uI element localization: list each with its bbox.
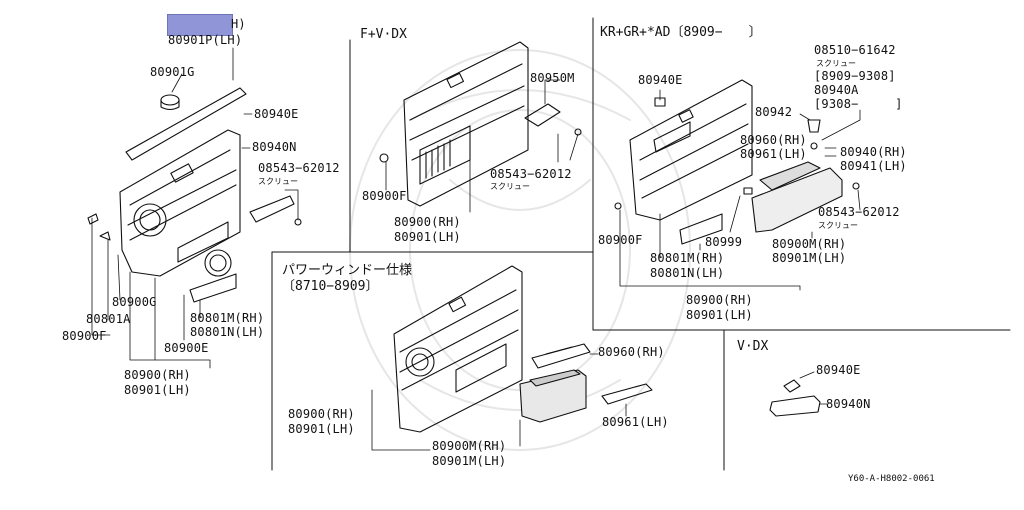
power-lh-bezel[interactable] <box>601 383 653 405</box>
range-label-d: [9308− ] <box>814 97 903 111</box>
section-title-krgr: KR+GR+*AD〔8909− 〕 <box>600 25 762 40</box>
part-label-80901p-partial[interactable]: H) <box>231 17 246 31</box>
left-grommet[interactable] <box>160 94 180 111</box>
part-label-80940rh[interactable]: 80940(RH) <box>840 145 907 159</box>
part-label-80940n-a[interactable]: 80940N <box>252 140 297 154</box>
part-label-80801n-b[interactable]: 80801N(LH) <box>650 266 725 280</box>
screw-label-a: スクリュー <box>258 177 298 186</box>
part-label-80900m-b[interactable]: 80900M(RH) <box>432 439 507 453</box>
part-label-80801n-a[interactable]: 80801N(LH) <box>190 325 265 339</box>
left-leaders <box>91 47 299 369</box>
part-label-80900rh-c[interactable]: 80900(RH) <box>686 293 753 307</box>
part-label-80901lh-c[interactable]: 80901(LH) <box>686 308 753 322</box>
part-label-80961-b[interactable]: 80961(LH) <box>602 415 669 429</box>
left-upper-trim-strip[interactable] <box>125 87 247 161</box>
vdx-bracket[interactable] <box>783 379 801 393</box>
fvdx-leaders <box>385 79 579 213</box>
part-label-80960-a[interactable]: 80960(RH) <box>740 133 807 147</box>
power-armrest[interactable] <box>519 369 587 423</box>
fvdx-clip[interactable] <box>379 153 389 163</box>
part-label-80940e-b[interactable]: 80940E <box>638 73 683 87</box>
section-title-vdx: V·DX <box>737 339 769 354</box>
power-switch-base[interactable] <box>531 343 591 369</box>
part-label-08543-b[interactable]: 08543−62012 <box>490 167 572 181</box>
part-label-80901lh-a[interactable]: 80901(LH) <box>124 383 191 397</box>
krgr-leaders <box>619 89 861 291</box>
part-label-80901lh-d[interactable]: 80901(LH) <box>288 422 355 436</box>
left-door-trim-panel[interactable] <box>119 129 241 277</box>
left-pull-handle[interactable] <box>249 195 295 223</box>
part-label-80901p[interactable]: 80901P(LH) <box>168 33 243 47</box>
screw-label-d: スクリュー <box>818 221 858 230</box>
vdx-pull-handle[interactable] <box>769 395 821 417</box>
part-label-80901lh-b[interactable]: 80901(LH) <box>394 230 461 244</box>
screw-label-c: スクリュー <box>816 59 856 68</box>
part-label-80900rh-a[interactable]: 80900(RH) <box>124 368 191 382</box>
part-label-80801m-b[interactable]: 80801M(RH) <box>650 251 725 265</box>
part-label-80961-a[interactable]: 80961(LH) <box>740 147 807 161</box>
part-label-80900e[interactable]: 80900E <box>164 341 209 355</box>
krgr-door-trim-panel[interactable] <box>629 79 753 221</box>
part-label-80941lh[interactable]: 80941(LH) <box>840 159 907 173</box>
part-label-80900f-a[interactable]: 80900F <box>62 329 107 343</box>
part-label-80900rh-b[interactable]: 80900(RH) <box>394 215 461 229</box>
power-leaders <box>371 353 627 451</box>
part-label-80901m-b[interactable]: 80901M(LH) <box>432 454 507 468</box>
part-label-80901g[interactable]: 80901G <box>150 65 195 79</box>
krgr-pocket[interactable] <box>679 213 723 245</box>
fvdx-bracket[interactable] <box>524 103 582 136</box>
part-label-80950m[interactable]: 80950M <box>530 71 575 85</box>
section-dividers <box>271 17 1011 471</box>
krgr-armrest[interactable] <box>751 161 843 233</box>
part-label-80900f-b[interactable]: 80900F <box>362 189 407 203</box>
part-label-80940e-c[interactable]: 80940E <box>816 363 861 377</box>
part-label-80940e-a[interactable]: 80940E <box>254 107 299 121</box>
part-label-80900m-a[interactable]: 80900M(RH) <box>772 237 847 251</box>
power-door-trim-panel[interactable] <box>393 265 523 433</box>
part-label-08543-a[interactable]: 08543−62012 <box>258 161 340 175</box>
section-range-power: 〔8710−8909〕 <box>282 279 379 294</box>
highlight-marker <box>167 14 233 36</box>
part-label-08543-c[interactable]: 08543−62012 <box>818 205 900 219</box>
part-label-80942[interactable]: 80942 <box>755 105 793 119</box>
part-label-80901m-a[interactable]: 80901M(LH) <box>772 251 847 265</box>
left-pocket[interactable] <box>189 273 237 303</box>
part-label-80900g[interactable]: 80900G <box>112 295 157 309</box>
part-label-80900rh-d[interactable]: 80900(RH) <box>288 407 355 421</box>
range-label-c: [8909−9308] <box>814 69 896 83</box>
part-label-80900f-c[interactable]: 80900F <box>598 233 643 247</box>
part-label-80801m-a[interactable]: 80801M(RH) <box>190 311 265 325</box>
part-label-08510[interactable]: 08510−61642 <box>814 43 896 57</box>
krgr-screw-cap[interactable] <box>807 119 821 150</box>
section-title-power: パワーウィンドー仕様 <box>282 263 413 278</box>
section-title-fvdx: F+V·DX <box>360 27 407 42</box>
part-label-80801a[interactable]: 80801A <box>86 312 131 326</box>
part-label-80940n-b[interactable]: 80940N <box>826 397 871 411</box>
part-label-80960-b[interactable]: 80960(RH) <box>598 345 665 359</box>
part-label-80999[interactable]: 80999 <box>705 235 743 249</box>
vdx-leaders <box>799 371 829 405</box>
left-clips[interactable] <box>87 213 302 241</box>
figure-code: Y60-A-H8002-0061 <box>848 474 935 484</box>
screw-label-b: スクリュー <box>490 182 530 191</box>
part-label-80940a[interactable]: 80940A <box>814 83 859 97</box>
